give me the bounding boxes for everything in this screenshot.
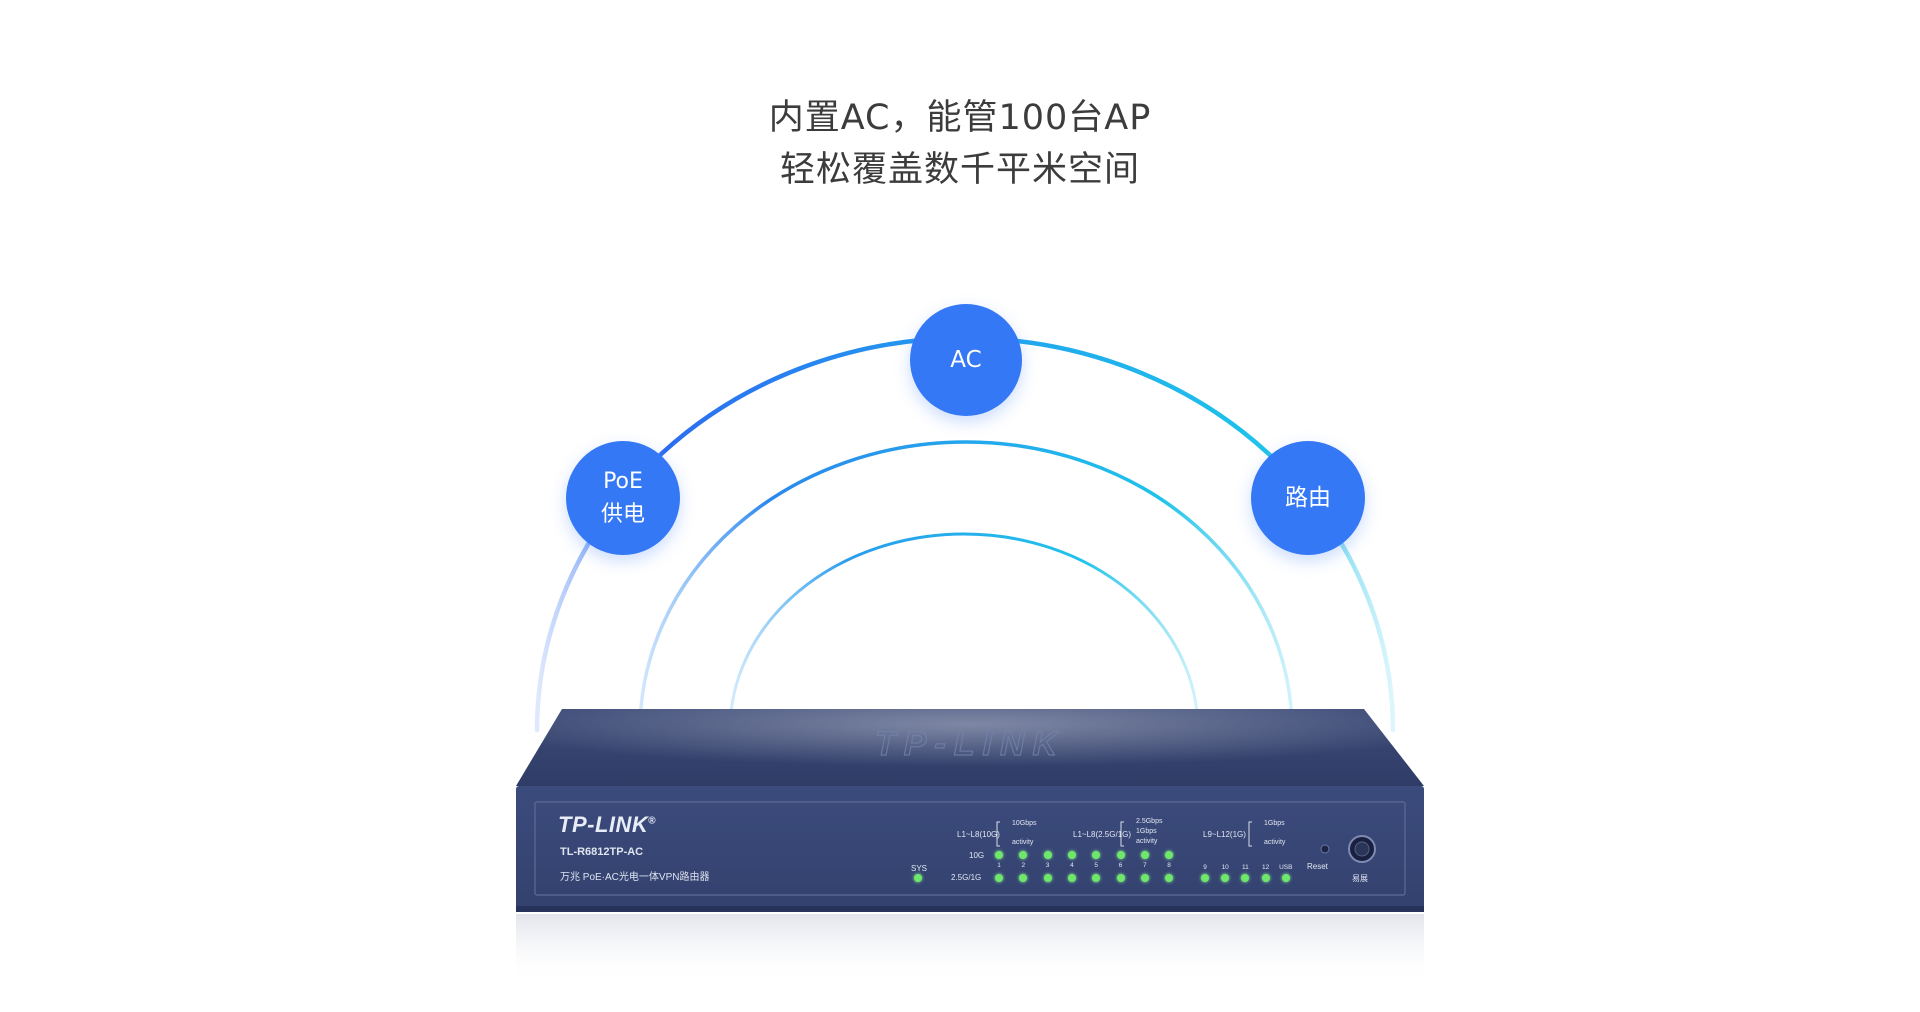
port-number: 9 bbox=[1203, 864, 1207, 871]
port-led bbox=[1261, 874, 1270, 882]
port-led-10g bbox=[1165, 851, 1174, 859]
port-led-10g bbox=[1140, 851, 1149, 859]
feature-bubble-ac: AC bbox=[910, 304, 1022, 416]
group-1-legend-1: 10Gbps bbox=[1012, 820, 1037, 827]
coverage-arc-middle bbox=[638, 440, 1294, 732]
sys-led bbox=[914, 874, 922, 882]
router-description: 万兆 PoE·AC光电一体VPN路由器 bbox=[560, 872, 710, 883]
port-led-10g bbox=[1116, 851, 1125, 859]
port-number: USB bbox=[1279, 864, 1293, 871]
row-10g-label: 10G bbox=[969, 851, 985, 860]
port-led-10g bbox=[1092, 851, 1101, 859]
reset-label: Reset bbox=[1307, 862, 1328, 871]
port-led bbox=[1201, 874, 1209, 882]
router-model-name: TL-R6812TP-AC bbox=[560, 846, 644, 858]
feature-bubble-ac-label: AC bbox=[950, 346, 982, 373]
router-top-logo: TP-LINK bbox=[875, 725, 1065, 763]
group-1-legend-2: activity bbox=[1012, 839, 1034, 846]
port-led bbox=[995, 874, 1003, 882]
port-number: 11 bbox=[1242, 864, 1249, 871]
reset-hole bbox=[1320, 844, 1330, 854]
feature-bubble-poe-line-1: PoE bbox=[603, 469, 643, 494]
router-brand-logo: TP-LINK® bbox=[558, 812, 657, 837]
port-led bbox=[1165, 874, 1174, 882]
group-2-legend-2: 1Gbps bbox=[1136, 828, 1157, 835]
port-led bbox=[1043, 874, 1052, 882]
group-3-legend-1: 1Gbps bbox=[1264, 820, 1285, 827]
port-led-10g bbox=[1043, 851, 1052, 859]
port-number: 3 bbox=[1045, 862, 1050, 869]
power-label: 易展 bbox=[1352, 874, 1368, 883]
feature-bubble-routing: 路由 bbox=[1251, 441, 1365, 555]
router-front-panel bbox=[516, 786, 1424, 912]
port-number: 7 bbox=[1142, 862, 1147, 869]
port-led bbox=[1019, 874, 1028, 882]
group-3-label: L9~L12(1G) bbox=[1203, 830, 1246, 839]
port-led-10g bbox=[1019, 851, 1028, 859]
headline-line-1: 内置AC，能管100台AP bbox=[768, 98, 1152, 138]
port-number: 6 bbox=[1118, 862, 1123, 869]
feature-bubble-poe: PoE 供电 bbox=[566, 441, 680, 555]
port-number: 5 bbox=[1094, 862, 1098, 869]
port-led bbox=[1067, 874, 1076, 882]
coverage-arc-inner bbox=[728, 532, 1200, 732]
port-led bbox=[1092, 874, 1101, 882]
port-number: 1 bbox=[997, 862, 1001, 869]
port-number: 4 bbox=[1070, 862, 1074, 869]
router-reflection bbox=[516, 914, 1424, 984]
port-led bbox=[1140, 874, 1149, 882]
port-led bbox=[1241, 874, 1250, 882]
feature-bubble-routing-label: 路由 bbox=[1285, 484, 1331, 511]
port-number: 2 bbox=[1021, 862, 1026, 869]
sys-label: SYS bbox=[911, 864, 928, 873]
port-led bbox=[1221, 874, 1230, 882]
group-2-legend-3: activity bbox=[1136, 838, 1158, 845]
port-led bbox=[1116, 874, 1125, 882]
port-number: 10 bbox=[1221, 864, 1229, 871]
group-2-legend-1: 2.5Gbps bbox=[1136, 818, 1163, 825]
row-25g-label: 2.5G/1G bbox=[951, 873, 982, 882]
group-1-label: L1~L8(10G) bbox=[957, 830, 1000, 839]
group-2-label: L1~L8(2.5G/1G) bbox=[1073, 830, 1132, 839]
port-led bbox=[1281, 874, 1290, 882]
feature-bubble-poe-line-2: 供电 bbox=[600, 502, 645, 527]
headline-line-2: 轻松覆盖数千平米空间 bbox=[779, 150, 1140, 190]
port-number: 8 bbox=[1167, 862, 1171, 869]
group-3-legend-2: activity bbox=[1264, 839, 1286, 846]
port-led-10g bbox=[995, 851, 1003, 859]
port-led-10g bbox=[1067, 851, 1076, 859]
headline: 内置AC，能管100台AP 轻松覆盖数千平米空间 bbox=[0, 92, 1920, 196]
port-number: 12 bbox=[1261, 864, 1270, 871]
